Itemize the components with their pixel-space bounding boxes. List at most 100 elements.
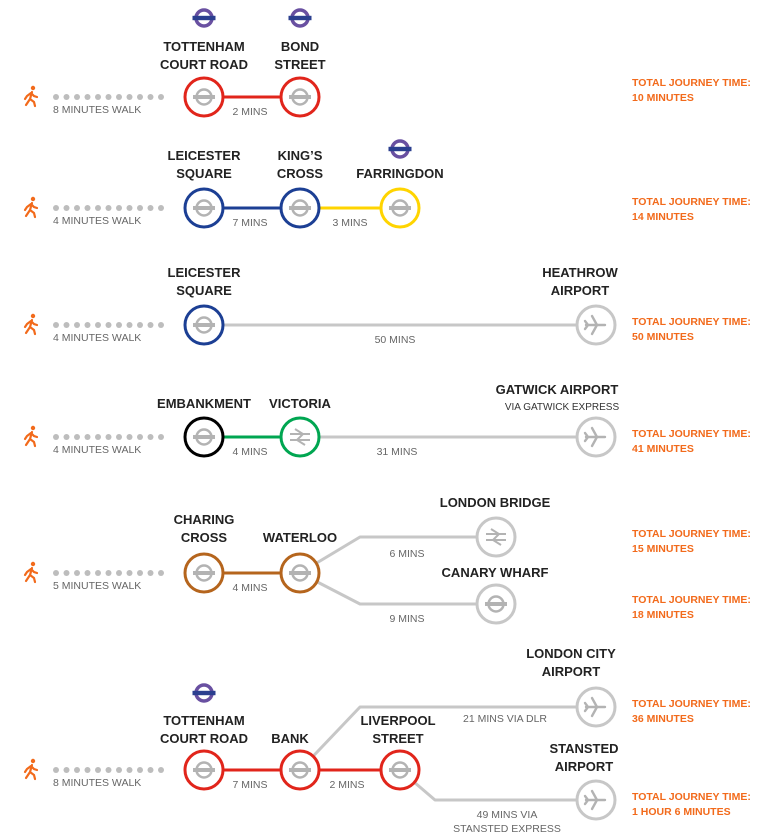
station-canary-wharf[interactable]: [475, 583, 517, 625]
station-bond-street[interactable]: [279, 76, 321, 118]
walker-head: [30, 561, 36, 567]
underground-roundel-icon: [289, 761, 311, 779]
station-waterloo[interactable]: [279, 552, 321, 594]
plane-shape: [583, 314, 607, 336]
segment-time: 4 MINS: [232, 446, 267, 458]
walk-dot: [116, 434, 122, 440]
route-line-london-bridge: [299, 535, 496, 575]
walk-dot: [84, 767, 91, 773]
walk-dot: [126, 205, 133, 211]
station-victoria[interactable]: [279, 416, 321, 458]
total-journey-label: TOTAL JOURNEY TIME:: [632, 428, 751, 440]
walk-dot: [95, 434, 101, 440]
roundel-bar: [193, 435, 215, 439]
station-farringdon[interactable]: [379, 187, 421, 229]
walk-time: 5 MINUTES WALK: [53, 580, 141, 592]
walk-dot: [74, 94, 80, 100]
walker-body: [23, 318, 39, 336]
station-charing-cross[interactable]: [183, 552, 225, 594]
plane-shape: [583, 426, 607, 448]
station-name: LEICESTER: [168, 265, 242, 280]
walk-dot: [147, 205, 154, 211]
walk-dot: [84, 434, 91, 440]
walk-dot: [105, 322, 112, 328]
route-line-london-city: [298, 705, 596, 772]
underground-roundel-icon: [193, 428, 215, 446]
station-name: KING’S: [278, 148, 323, 163]
walker-head: [30, 758, 36, 764]
station-liverpool-street[interactable]: [379, 749, 421, 791]
walk-dot: [63, 94, 70, 100]
station-stansted-airport[interactable]: [575, 779, 617, 821]
walk-dot: [105, 767, 112, 773]
plane-shape: [583, 696, 607, 718]
walk-dot: [84, 94, 91, 100]
station-name: HEATHROW: [542, 265, 618, 280]
station-subtitle: VIA GATWICK EXPRESS: [505, 402, 620, 413]
walk-dot: [95, 767, 101, 773]
station-tottenham-court-road[interactable]: [183, 749, 225, 791]
segment-time: 3 MINS: [332, 217, 367, 229]
walk-dot: [63, 767, 70, 773]
station-name: LEICESTER: [168, 148, 242, 163]
walk-dot: [137, 205, 143, 211]
walk-dot: [147, 767, 154, 773]
plane-shape: [583, 789, 607, 811]
underground-roundel-icon: [289, 564, 311, 582]
segment-time: STANSTED EXPRESS: [453, 823, 561, 835]
segment-time: 2 MINS: [232, 106, 267, 118]
station-name: CROSS: [181, 530, 228, 545]
total-journey-label: TOTAL JOURNEY TIME:: [632, 698, 751, 710]
station-gatwick-airport[interactable]: [575, 416, 617, 458]
station-kings-cross[interactable]: [279, 187, 321, 229]
walk-dot: [74, 434, 80, 440]
roundel-bar: [193, 768, 215, 772]
total-journey-label: TOTAL JOURNEY TIME:: [632, 791, 751, 803]
station-bank[interactable]: [279, 749, 321, 791]
walking-person-icon: [23, 85, 39, 108]
airplane-icon: [583, 426, 607, 448]
walker-body: [23, 201, 39, 219]
walk-dot: [105, 570, 112, 576]
roundel-bar: [289, 95, 311, 99]
walk-dot: [63, 205, 70, 211]
station-embankment[interactable]: [183, 416, 225, 458]
total-journey-time: 15 MINUTES: [632, 543, 694, 555]
walk-dot: [158, 767, 164, 773]
station-name: FARRINGDON: [356, 166, 443, 181]
underground-roundel-icon: [289, 88, 311, 106]
station-heathrow-airport[interactable]: [575, 304, 617, 346]
airplane-icon: [583, 314, 607, 336]
walk-dot: [95, 322, 101, 328]
walk-dot: [147, 434, 154, 440]
roundel-bar: [485, 602, 507, 606]
walk-dot: [158, 570, 164, 576]
total-journey-label: TOTAL JOURNEY TIME:: [632, 528, 751, 540]
total-journey-label: TOTAL JOURNEY TIME:: [632, 77, 751, 89]
elizabeth-line-roundel-icon: [192, 8, 216, 28]
airplane-icon: [583, 789, 607, 811]
roundel-bar: [193, 95, 215, 99]
walk-time: 4 MINUTES WALK: [53, 215, 141, 227]
station-london-city-airport[interactable]: [575, 686, 617, 728]
station-london-bridge[interactable]: [475, 516, 517, 558]
walker-body: [23, 566, 39, 584]
walk-dot: [105, 205, 112, 211]
station-leicester-square[interactable]: [183, 304, 225, 346]
roundel-bar: [288, 15, 312, 21]
segment-time: 4 MINS: [232, 582, 267, 594]
walk-dot: [84, 322, 91, 328]
station-name: AIRPORT: [551, 283, 610, 298]
station-leicester-square[interactable]: [183, 187, 225, 229]
route-line-canary-wharf: [299, 571, 496, 606]
walk-dot: [53, 767, 59, 773]
roundel-bar: [388, 146, 412, 152]
walk-dot: [137, 434, 143, 440]
walk-dot: [158, 434, 164, 440]
station-tottenham-court-road[interactable]: [183, 76, 225, 118]
walker-head: [30, 196, 36, 202]
walk-dot: [53, 205, 59, 211]
underground-roundel-icon: [193, 761, 215, 779]
walk-dot: [95, 205, 101, 211]
walk-dot: [74, 570, 80, 576]
